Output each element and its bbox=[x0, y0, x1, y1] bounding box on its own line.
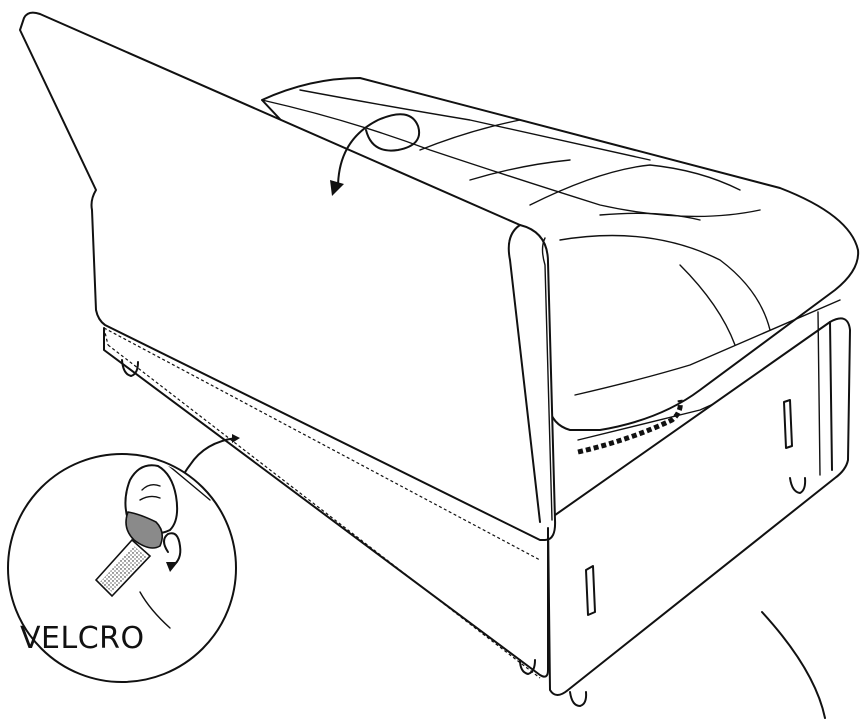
velcro-detail-callout: VELCRO bbox=[7, 453, 237, 683]
base-box bbox=[519, 311, 851, 707]
back-rest-panel bbox=[19, 11, 557, 679]
motion-arc bbox=[761, 611, 826, 719]
hand-pulling-velcro bbox=[94, 456, 221, 629]
rotate-arrow-icon bbox=[330, 113, 420, 196]
velcro-label: VELCRO bbox=[20, 621, 145, 656]
seat-cushion bbox=[261, 77, 860, 455]
